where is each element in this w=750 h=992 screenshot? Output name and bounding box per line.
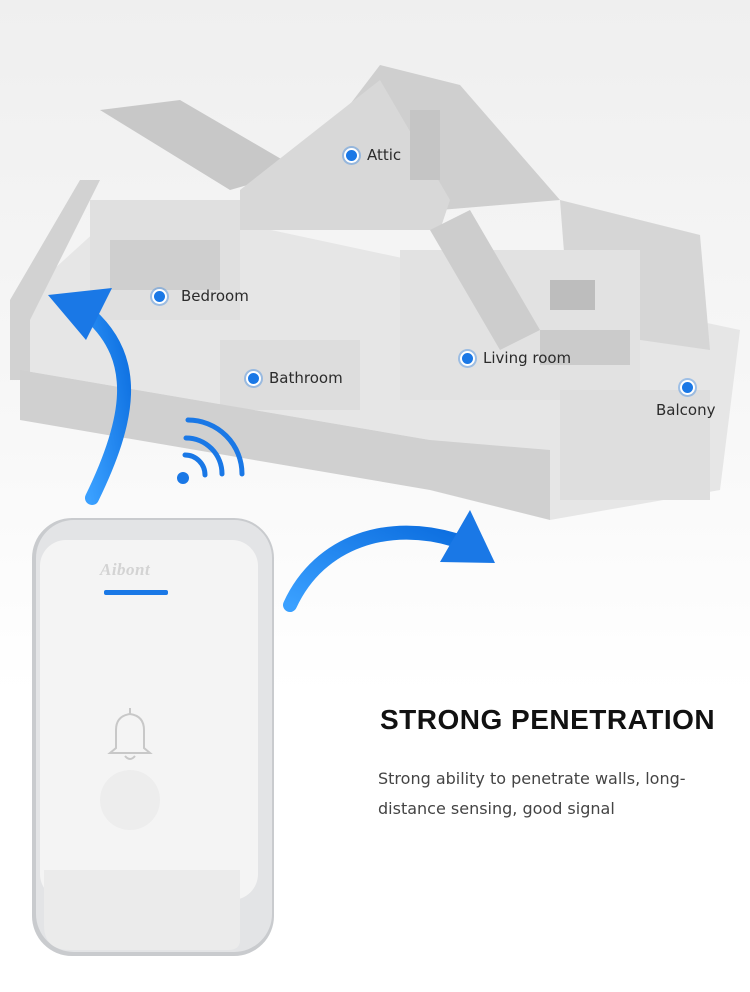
house-left-wall — [10, 180, 100, 380]
room-label-bathroom: Bathroom — [246, 369, 343, 387]
room-name: Bedroom — [181, 287, 249, 305]
bell-icon — [107, 708, 153, 760]
location-dot-icon — [344, 147, 359, 163]
bathroom-room — [220, 340, 360, 410]
signal-arrow-right — [283, 525, 462, 612]
feature-description: Strong ability to penetrate walls, long-… — [378, 769, 686, 818]
signal-arrow-right-head — [440, 510, 495, 563]
wifi-signal-icon — [177, 417, 245, 484]
location-dot-icon — [680, 380, 695, 395]
room-name: Living room — [483, 349, 572, 367]
room-label-living-room: Living room — [460, 349, 571, 367]
signal-arrow-left-head — [48, 288, 112, 340]
room-label-bedroom: Bedroom — [152, 287, 249, 305]
location-dot-icon — [460, 350, 475, 366]
signal-arrow-left — [83, 308, 132, 505]
location-dot-icon — [246, 370, 261, 386]
house-roof-left — [100, 100, 300, 190]
location-dot-icon — [152, 288, 167, 304]
room-name: Attic — [367, 146, 402, 164]
room-label-attic: Attic — [344, 146, 401, 164]
room-name: Balcony — [656, 401, 716, 419]
tv-unit — [550, 280, 595, 310]
balcony-area — [560, 390, 710, 500]
doorbell-device — [32, 518, 274, 956]
brand-logo: Aibont — [100, 560, 151, 579]
bedroom-bed — [110, 240, 220, 290]
house-front-edge — [20, 370, 550, 520]
attic-shelf — [410, 110, 440, 180]
room-name: Bathroom — [269, 369, 343, 387]
staircase — [430, 210, 540, 350]
feature-title: STRONG PENETRATION — [380, 704, 716, 735]
living-sofa — [540, 330, 630, 365]
room-label-balcony: Balcony — [656, 380, 715, 419]
